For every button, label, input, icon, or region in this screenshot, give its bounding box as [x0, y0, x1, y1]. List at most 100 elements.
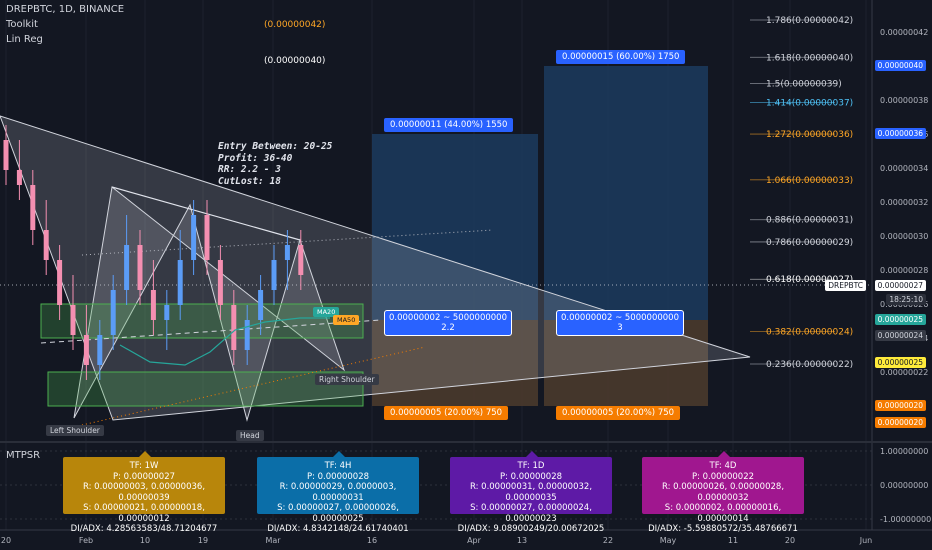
position-2-target-label[interactable]: 0.00000015 (60.00%) 1750	[556, 50, 686, 64]
mtpsr-tf-line: TF: 4D	[709, 461, 737, 471]
candle-body[interactable]	[137, 245, 143, 290]
price-axis-tag: 0.00000020	[874, 417, 926, 428]
candle-body[interactable]	[191, 215, 197, 260]
price-axis-tag: 0.00000025	[874, 357, 926, 368]
candle-body[interactable]	[258, 290, 264, 320]
price-axis-tag: 0.00000036	[874, 128, 926, 139]
mtpsr-adx-line: DI/ADX: -5.59880572/35.48766671	[648, 524, 798, 534]
candle-body[interactable]	[83, 335, 89, 365]
candle-body[interactable]	[16, 170, 22, 185]
long-position-1-target-zone[interactable]	[372, 134, 538, 320]
right-shoulder-label[interactable]: Right Shoulder	[315, 374, 379, 385]
mtpsr-r-line: R: 0.00000029, 0.0000003, 0.00000031	[279, 482, 397, 503]
position-1-stop-label[interactable]: 0.00000005 (20.00%) 750	[384, 406, 509, 420]
time-tick-label: 11	[728, 536, 738, 545]
mtpsr-tf-line: TF: 4H	[324, 461, 352, 471]
mtpsr-r-line: R: 0.00000031, 0.00000032, 0.00000035	[469, 482, 593, 503]
time-tick-label: 22	[603, 536, 613, 545]
time-tick-label: Mar	[265, 536, 281, 545]
candle-body[interactable]	[110, 290, 116, 335]
fib-level-label: 1.066(0.00000033)	[766, 176, 853, 186]
candle-body[interactable]	[244, 320, 250, 350]
mtpsr-adx-line: DI/ADX: 4.8342148/24.61740401	[267, 524, 409, 534]
price-axis-tag: 0.00000040	[874, 60, 926, 71]
mtpsr-tf-line: TF: 1D	[517, 461, 545, 471]
time-tick-label: 20	[785, 536, 795, 545]
mtpsr-indicator-label[interactable]: MTPSR	[6, 450, 41, 461]
chart-symbol-title[interactable]: DREPBTC, 1D, BINANCE	[6, 4, 125, 15]
demand-zone-lower[interactable]	[47, 371, 364, 407]
price-axis-tag: 0.00000020	[874, 400, 926, 411]
position-1-range: 0.00000002 ~ 5000000000	[389, 313, 507, 323]
linreg-indicator-label[interactable]: Lin Reg	[6, 34, 43, 45]
long-position-2-target-zone[interactable]	[544, 66, 708, 320]
mtpsr-tf-line: TF: 1W	[129, 461, 159, 471]
head-label[interactable]: Head	[236, 430, 264, 441]
price-axis-tag: 0.00000025	[874, 314, 926, 325]
fibonacci-levels: 1.786(0.00000042)1.618(0.00000040)1.5(0.…	[750, 16, 853, 370]
time-tick-label: Jun	[859, 536, 873, 545]
mtpsr-tick-label: 0.00000000	[880, 481, 928, 490]
position-1-risk-reward-label[interactable]: 0.00000002 ~ 5000000000 2.2	[384, 310, 512, 336]
price-tick-label: 0.00000032	[880, 198, 928, 207]
candles	[3, 125, 304, 380]
toolkit-indicator-label[interactable]: Toolkit	[6, 19, 38, 30]
moving-average-line	[119, 317, 330, 366]
position-2-range: 0.00000002 ~ 5000000000	[561, 313, 679, 323]
position-2-risk-reward-label[interactable]: 0.00000002 ~ 5000000000 3	[556, 310, 684, 336]
candle-body[interactable]	[204, 215, 210, 260]
candle-body[interactable]	[70, 305, 76, 335]
left-shoulder-label[interactable]: Left Shoulder	[46, 425, 104, 436]
candle-body[interactable]	[231, 305, 237, 350]
fib-level-label: 0.236(0.00000022)	[766, 360, 853, 370]
top-value-a: (0.00000042)	[264, 20, 326, 30]
fib-level-label: 1.272(0.00000036)	[766, 130, 853, 140]
trade-plan-note[interactable]: Entry Between: 20-25 Profit: 36-40 RR: 2…	[218, 141, 333, 187]
mtpsr-tick-label: -1.00000000	[880, 515, 931, 524]
candle-body[interactable]	[57, 260, 63, 305]
candle-body[interactable]	[3, 140, 9, 170]
symmetrical-triangle[interactable]	[0, 115, 751, 421]
candle-body[interactable]	[164, 305, 170, 320]
candle-body[interactable]	[217, 260, 223, 305]
position-1-target-label[interactable]: 0.00000011 (44.00%) 1550	[384, 118, 514, 132]
top-value-b: (0.00000040)	[264, 56, 326, 66]
price-tick-label: 0.00000034	[880, 164, 928, 173]
channel-line-upper	[81, 229, 494, 256]
fib-level-label: 0.886(0.00000031)	[766, 216, 853, 226]
candle-body[interactable]	[177, 260, 183, 305]
mtpsr-adx-line: DI/ADX: 9.08900249/20.00672025	[457, 524, 605, 534]
price-axis-tag: 0.00000024	[874, 330, 926, 341]
fib-level-label: 0.382(0.00000024)	[766, 328, 853, 338]
current-price-symbol-tag: DREPBTC	[825, 280, 866, 291]
ma20-label: MA20	[313, 307, 340, 317]
candle-body[interactable]	[298, 245, 304, 275]
mtpsr-s-line: S: 0.00000021, 0.00000018, 0.00000012	[83, 503, 205, 524]
price-tick-label: 0.00000042	[880, 28, 928, 37]
mtpsr-r-line: R: 0.00000003, 0.00000036, 0.00000039	[82, 482, 206, 503]
candle-body[interactable]	[124, 245, 130, 290]
demand-zone-upper[interactable]	[40, 303, 364, 339]
position-2-stop-label[interactable]: 0.00000005 (20.00%) 750	[556, 406, 681, 420]
time-tick-label: Feb	[79, 536, 93, 545]
mtpsr-p-line: P: 0.00000028	[499, 471, 563, 482]
candle-body[interactable]	[284, 245, 290, 260]
neckline-upper[interactable]	[111, 186, 301, 241]
candle-body[interactable]	[43, 230, 49, 260]
candle-body[interactable]	[97, 335, 103, 365]
candle-body[interactable]	[30, 185, 36, 230]
mtpsr-s-line: S: 0.00000027, 0.00000024, 0.00000023	[470, 503, 592, 524]
price-tick-label: 0.00000022	[880, 368, 928, 377]
mtpsr-axis-ticks: 1.000000000.00000000-1.00000000	[880, 447, 931, 524]
current-price-tag: 0.00000027	[874, 280, 926, 291]
time-tick-label: May	[660, 536, 677, 545]
time-tick-label: 19	[198, 536, 208, 545]
candle-body[interactable]	[150, 290, 156, 320]
candle-body[interactable]	[271, 260, 277, 290]
